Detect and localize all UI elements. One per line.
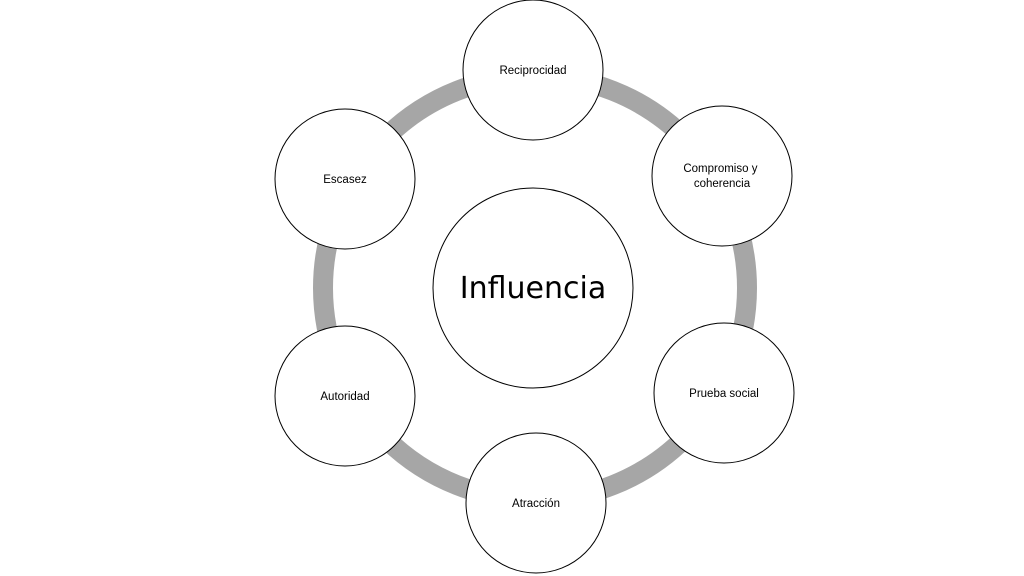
node-reciprocidad-circle xyxy=(462,0,604,141)
node-escasez: Escasez xyxy=(274,108,416,250)
node-atraccion-circle xyxy=(465,432,607,574)
node-reciprocidad: Reciprocidad xyxy=(462,0,604,141)
node-compromiso-circle xyxy=(651,105,793,247)
node-compromiso-label-line-2: coherencia xyxy=(694,178,751,190)
node-prueba-social-label: Prueba social xyxy=(689,388,759,400)
center-node-circle xyxy=(432,187,634,389)
center-node-label: Influencia xyxy=(460,271,606,306)
node-autoridad: Autoridad xyxy=(274,325,416,467)
node-atraccion: Atracción xyxy=(465,432,607,574)
node-reciprocidad-label: Reciprocidad xyxy=(499,65,566,77)
node-escasez-circle xyxy=(274,108,416,250)
node-autoridad-circle xyxy=(274,325,416,467)
node-compromiso: Compromiso y coherencia xyxy=(651,105,793,247)
node-compromiso-label-line-1: Compromiso y xyxy=(683,163,757,175)
node-escasez-label: Escasez xyxy=(323,174,367,186)
node-compromiso-label: Compromiso y coherencia xyxy=(683,163,760,190)
node-prueba-social-circle xyxy=(653,322,795,464)
node-atraccion-label: Atracción xyxy=(512,498,560,510)
center-node: Influencia xyxy=(432,187,634,389)
node-prueba-social: Prueba social xyxy=(653,322,795,464)
node-autoridad-label: Autoridad xyxy=(320,391,369,403)
